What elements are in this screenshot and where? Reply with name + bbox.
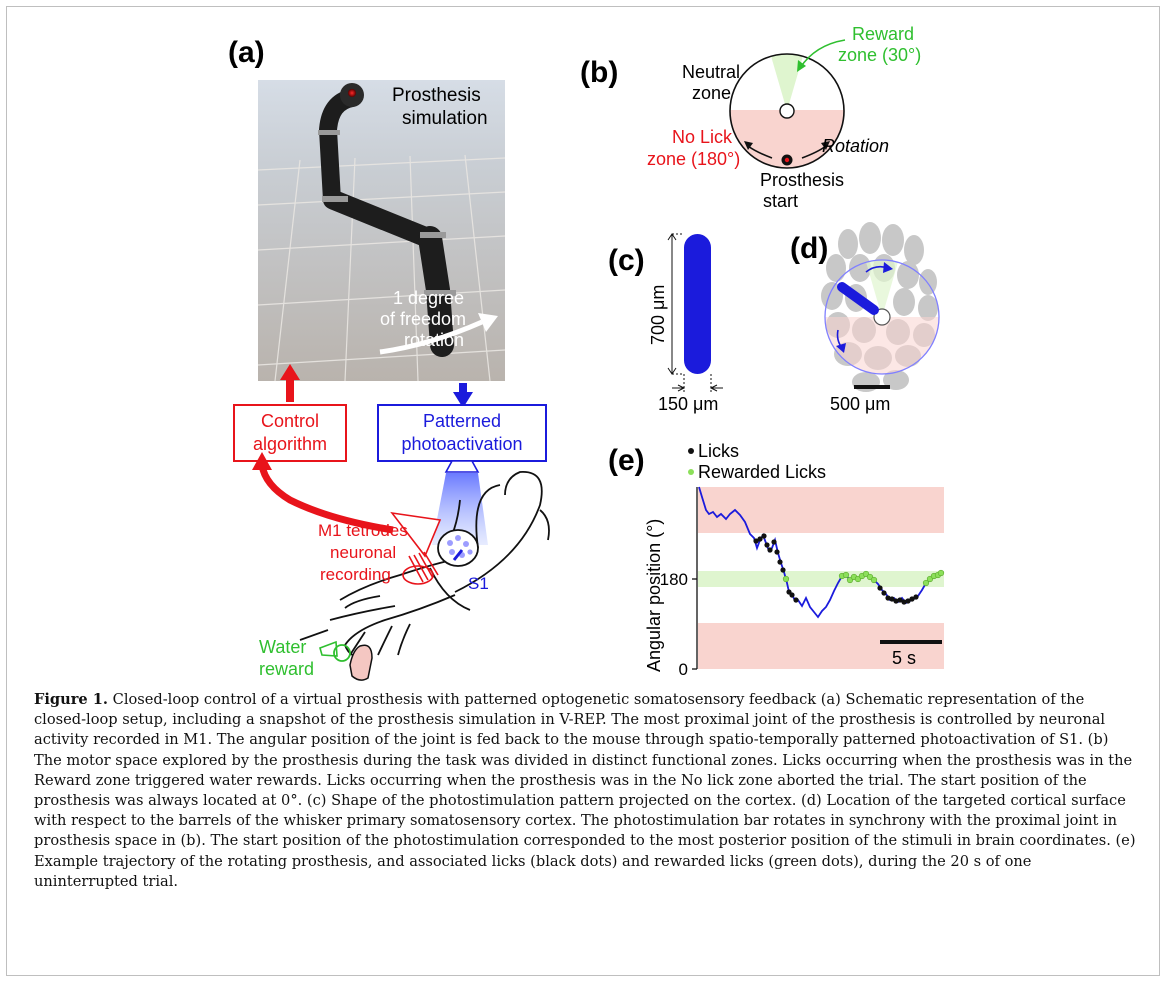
water-label-line2: reward — [259, 659, 314, 679]
dof-label-line3: rotation — [404, 330, 464, 350]
neutral-label-line2: zone — [692, 83, 731, 103]
y-axis-label: Angular position (°) — [644, 519, 664, 672]
rotation-label: Rotation — [822, 136, 889, 156]
panel-d-label: (d) — [790, 232, 828, 265]
motor-space-diagram — [729, 39, 846, 169]
m1-tetrode-drawing — [390, 511, 442, 585]
m1-label-line2: neuronal — [330, 543, 396, 562]
nolick-zone-line2: zone (180°) — [647, 149, 740, 169]
control-label-line2: algorithm — [253, 434, 327, 454]
barrel-cortex-diagram — [821, 222, 940, 392]
panel-a-label: (a) — [228, 36, 265, 69]
reward-zone-line2: zone (30°) — [838, 45, 921, 65]
s1-craniotomy — [437, 529, 479, 567]
control-algorithm-box — [233, 404, 347, 462]
water-label-line1: Water — [259, 637, 306, 657]
dof-label-line2: of freedom — [380, 309, 466, 329]
caption-title: Figure 1. — [34, 691, 109, 708]
panel-c-label: (c) — [608, 244, 645, 277]
prosthesis-simulation-image — [257, 80, 506, 382]
photo-label-line2: photoactivation — [401, 434, 522, 454]
sim-label-line1: Prosthesis — [392, 85, 481, 106]
bar-width-label: 150 μm — [658, 394, 718, 414]
legend-licks: Licks — [698, 441, 739, 461]
m1-label-line3: recording — [320, 565, 391, 584]
light-beam — [432, 473, 488, 545]
panel-b-label: (b) — [580, 56, 618, 89]
ytick-0: 0 — [679, 660, 688, 679]
m1-label-line1: M1 tetrodes — [318, 521, 408, 540]
dof-label-line1: 1 degree — [393, 288, 464, 308]
start-label-line2: start — [763, 191, 798, 211]
reward-zone-line1: Reward — [852, 24, 914, 44]
photo-label-line1: Patterned — [423, 411, 501, 431]
bar-height-label: 700 μm — [648, 285, 668, 345]
panel-e-label: (e) — [608, 444, 645, 477]
mouse-head-drawing — [299, 471, 550, 660]
figure-frame — [6, 6, 1160, 976]
s1-label: S1 — [468, 574, 489, 593]
tetrode-cable — [258, 464, 394, 534]
ytick-180: 180 — [660, 570, 688, 589]
caption-body: Closed-loop control of a virtual prosthe… — [34, 691, 1136, 890]
control-label-line1: Control — [261, 411, 319, 431]
neutral-label-line1: Neutral — [682, 62, 740, 82]
sim-label-line2: simulation — [402, 108, 488, 129]
figure-caption: Figure 1. Closed-loop control of a virtu… — [34, 690, 1138, 892]
nolick-zone-line1: No Lick — [672, 127, 733, 147]
water-reward-drawing — [319, 640, 373, 681]
scale-label-d: 500 μm — [830, 394, 890, 414]
trajectory-plot — [692, 486, 945, 670]
start-label-line1: Prosthesis — [760, 170, 844, 190]
figure-graphics: (a) Prosthesis simulation 1 degree of fr… — [228, 24, 945, 681]
photostimulation-bar — [684, 234, 711, 374]
scale-label-e: 5 s — [892, 648, 916, 668]
legend-rewarded-licks: Rewarded Licks — [698, 462, 826, 482]
